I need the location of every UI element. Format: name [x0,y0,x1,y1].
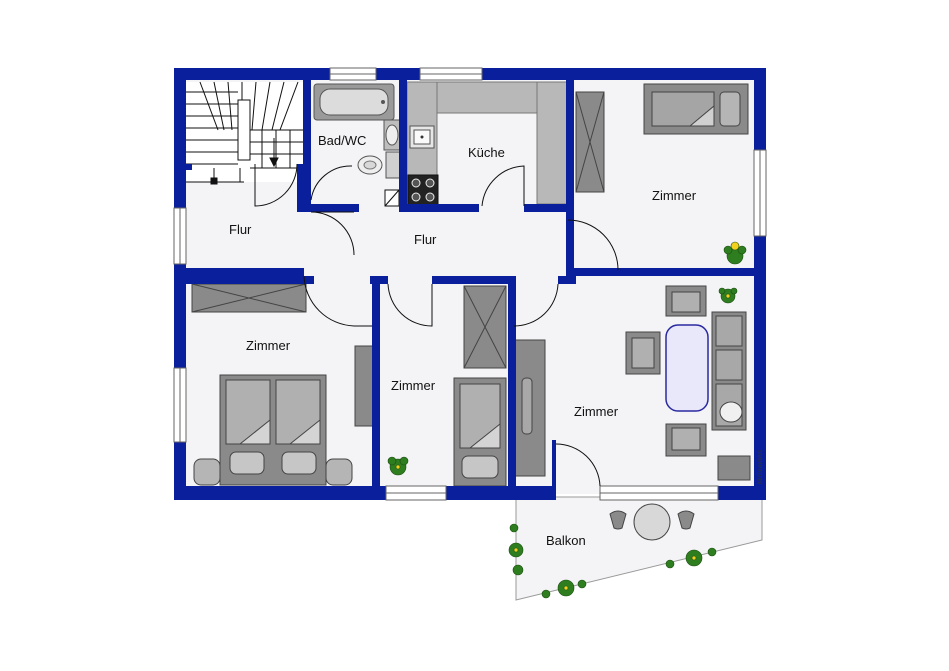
walls [174,68,766,500]
table-icon [665,324,709,412]
side-cabinet [717,455,751,481]
doors [254,163,619,487]
armchair-icon [665,285,707,317]
plant-icon [508,523,524,576]
room-label-zimmer-right: Zimmer [574,404,619,419]
plant-icon [541,579,587,599]
nightstand [193,458,221,486]
room-label-zimmer-top-right: Zimmer [652,188,697,203]
sink-icon [409,125,435,149]
room-label-kueche: Küche [468,145,505,160]
plant-icon [387,456,409,476]
room-label-bad: Bad/WC [318,133,366,148]
plant-icon [718,287,738,304]
balcony-table-icon [609,503,695,541]
plant-icon [665,547,717,569]
room-label-zimmer-left: Zimmer [246,338,291,353]
wardrobe-icon [463,285,507,369]
bed-icon [219,374,327,486]
sideboard [354,345,374,427]
room-label-flur-main: Flur [414,232,437,247]
stove-icon [407,174,439,206]
nightstand [325,458,353,486]
room-label-flur-left: Flur [229,222,252,237]
wardrobe-icon [575,91,605,193]
sofa-icon [711,311,747,431]
room-label-zimmer-middle: Zimmer [391,378,436,393]
credit-text: McGrundriss [758,450,764,484]
staircase-icon [186,81,304,185]
wardrobe-icon [191,283,307,313]
bathtub-icon [313,83,395,121]
tv-unit [514,339,546,477]
armchair-icon [665,423,707,457]
plant-icon [723,241,747,265]
armchair-icon [625,331,661,375]
toilet-icon [357,151,401,179]
windows [173,67,767,501]
bed-icon [643,83,749,135]
bed-icon [453,377,507,487]
room-label-balkon: Balkon [546,533,586,548]
